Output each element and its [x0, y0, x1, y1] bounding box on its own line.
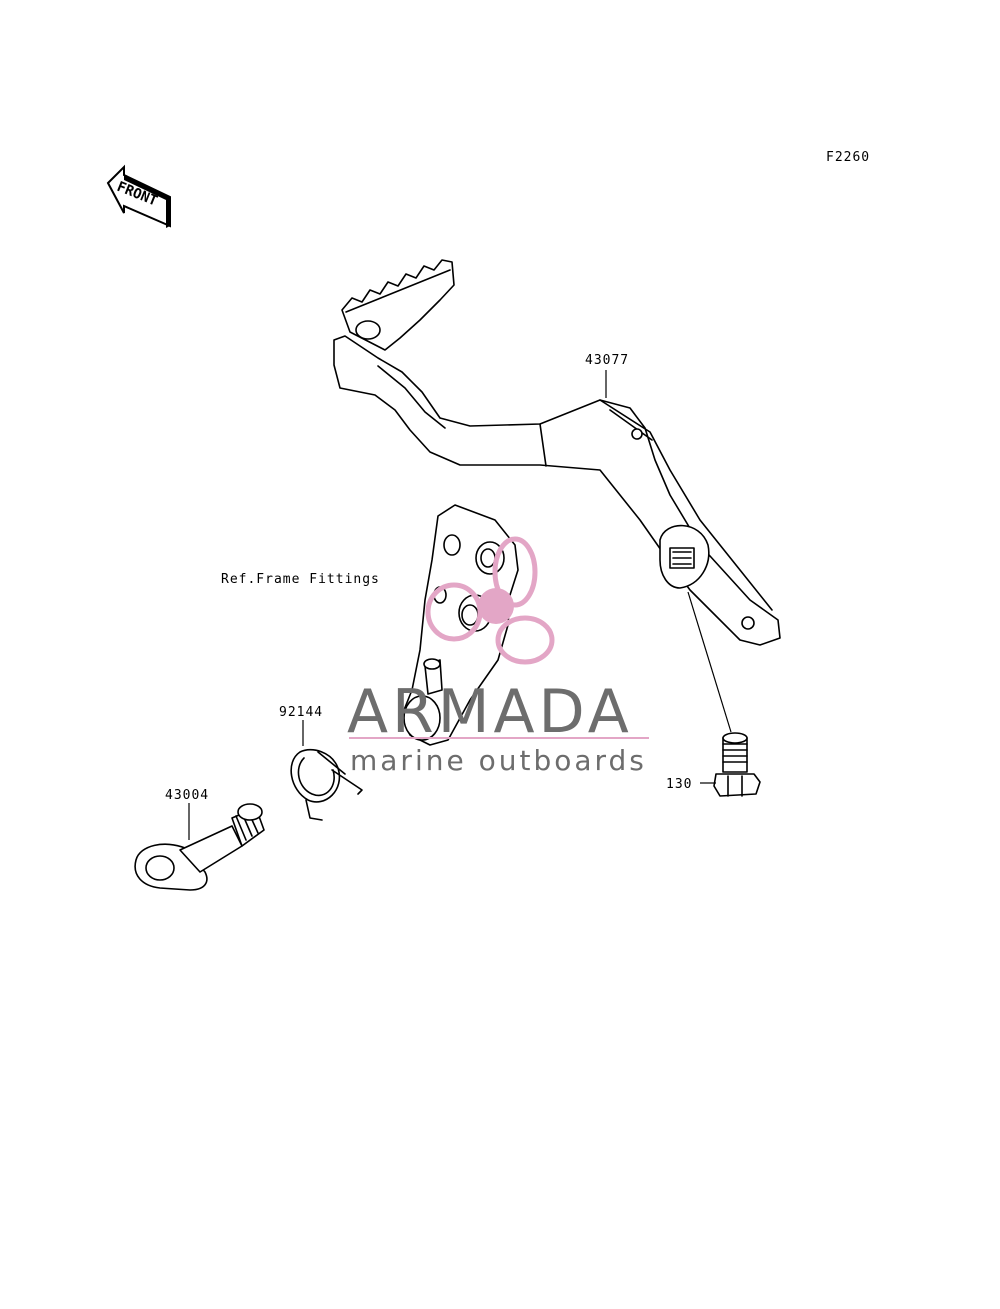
frame-bracket	[401, 504, 519, 746]
leader-130-axis	[687, 591, 732, 733]
part-number-43004: 43004	[165, 788, 209, 803]
pivot-shaft-part	[134, 803, 265, 891]
part-number-43077: 43077	[585, 353, 629, 368]
watermark-tagline: marine outboards	[350, 744, 647, 777]
watermark-divider	[349, 737, 649, 739]
bolt-part	[713, 732, 761, 797]
brake-pedal-part	[333, 259, 781, 646]
part-number-92144: 92144	[279, 705, 323, 720]
front-arrow-icon: FRONT	[106, 164, 171, 228]
reference-note: Ref.Frame Fittings	[221, 572, 380, 587]
figure-code: F2260	[826, 150, 870, 165]
watermark-brand: ARMADA	[347, 677, 633, 747]
watermark: ARMADA marine outboards	[347, 536, 649, 777]
part-number-130: 130	[666, 777, 692, 792]
propeller-logo-icon	[425, 536, 555, 665]
spring-part	[290, 748, 363, 821]
